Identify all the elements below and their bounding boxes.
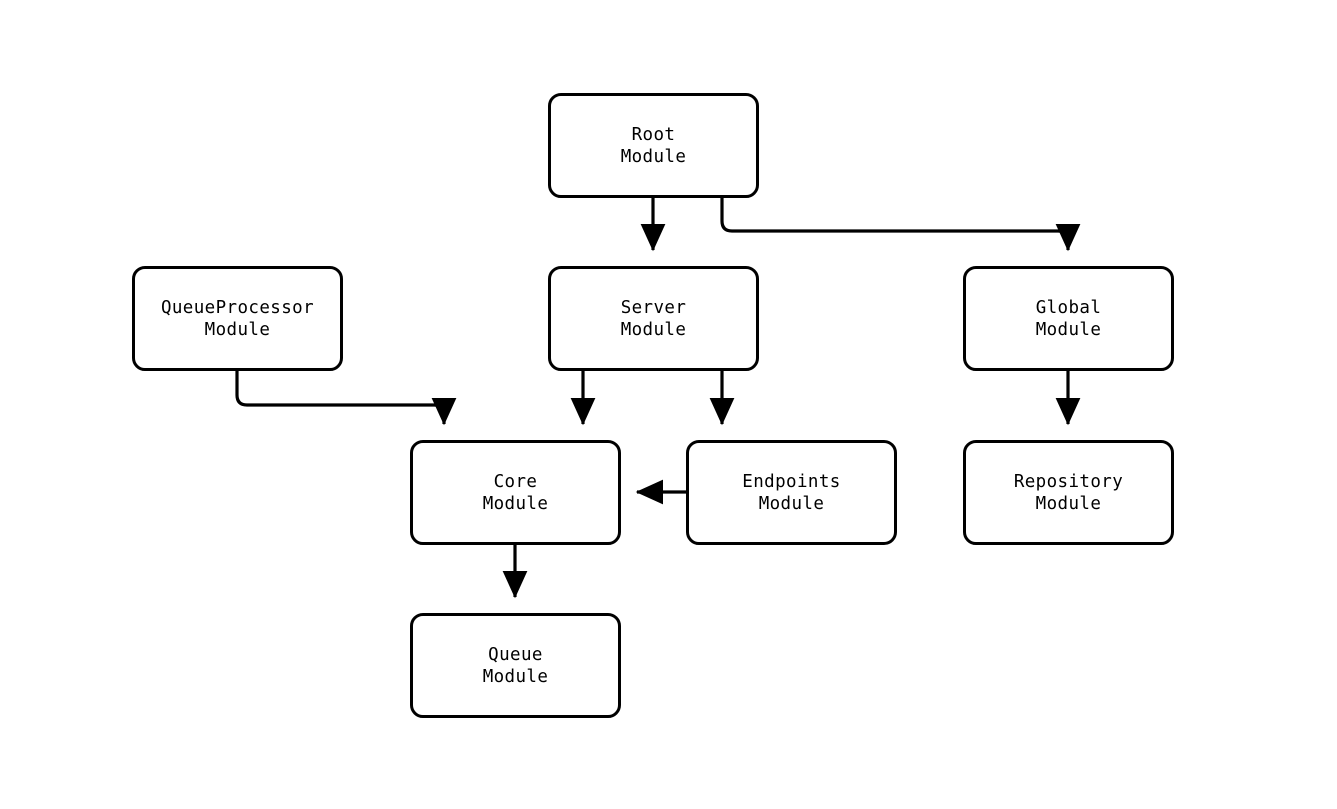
edge-queueprocessor-to-core (235, 371, 457, 426)
node-root-module-label: Root Module (620, 124, 687, 167)
node-queueprocessor-module[interactable]: QueueProcessor Module (132, 266, 343, 371)
node-endpoints-module[interactable]: Endpoints Module (686, 440, 897, 545)
node-global-module-label: Global Module (1035, 297, 1102, 340)
node-server-module[interactable]: Server Module (548, 266, 759, 371)
node-core-module[interactable]: Core Module (410, 440, 621, 545)
node-endpoints-module-label: Endpoints Module (742, 471, 841, 514)
node-queueprocessor-module-label: QueueProcessor Module (160, 297, 315, 340)
node-root-module[interactable]: Root Module (548, 93, 759, 198)
node-repository-module[interactable]: Repository Module (963, 440, 1174, 545)
node-repository-module-label: Repository Module (1013, 471, 1124, 514)
edge-root-to-global (720, 198, 1081, 252)
node-global-module[interactable]: Global Module (963, 266, 1174, 371)
node-queue-module[interactable]: Queue Module (410, 613, 621, 718)
node-core-module-label: Core Module (482, 471, 549, 514)
node-server-module-label: Server Module (620, 297, 687, 340)
node-queue-module-label: Queue Module (482, 644, 549, 687)
